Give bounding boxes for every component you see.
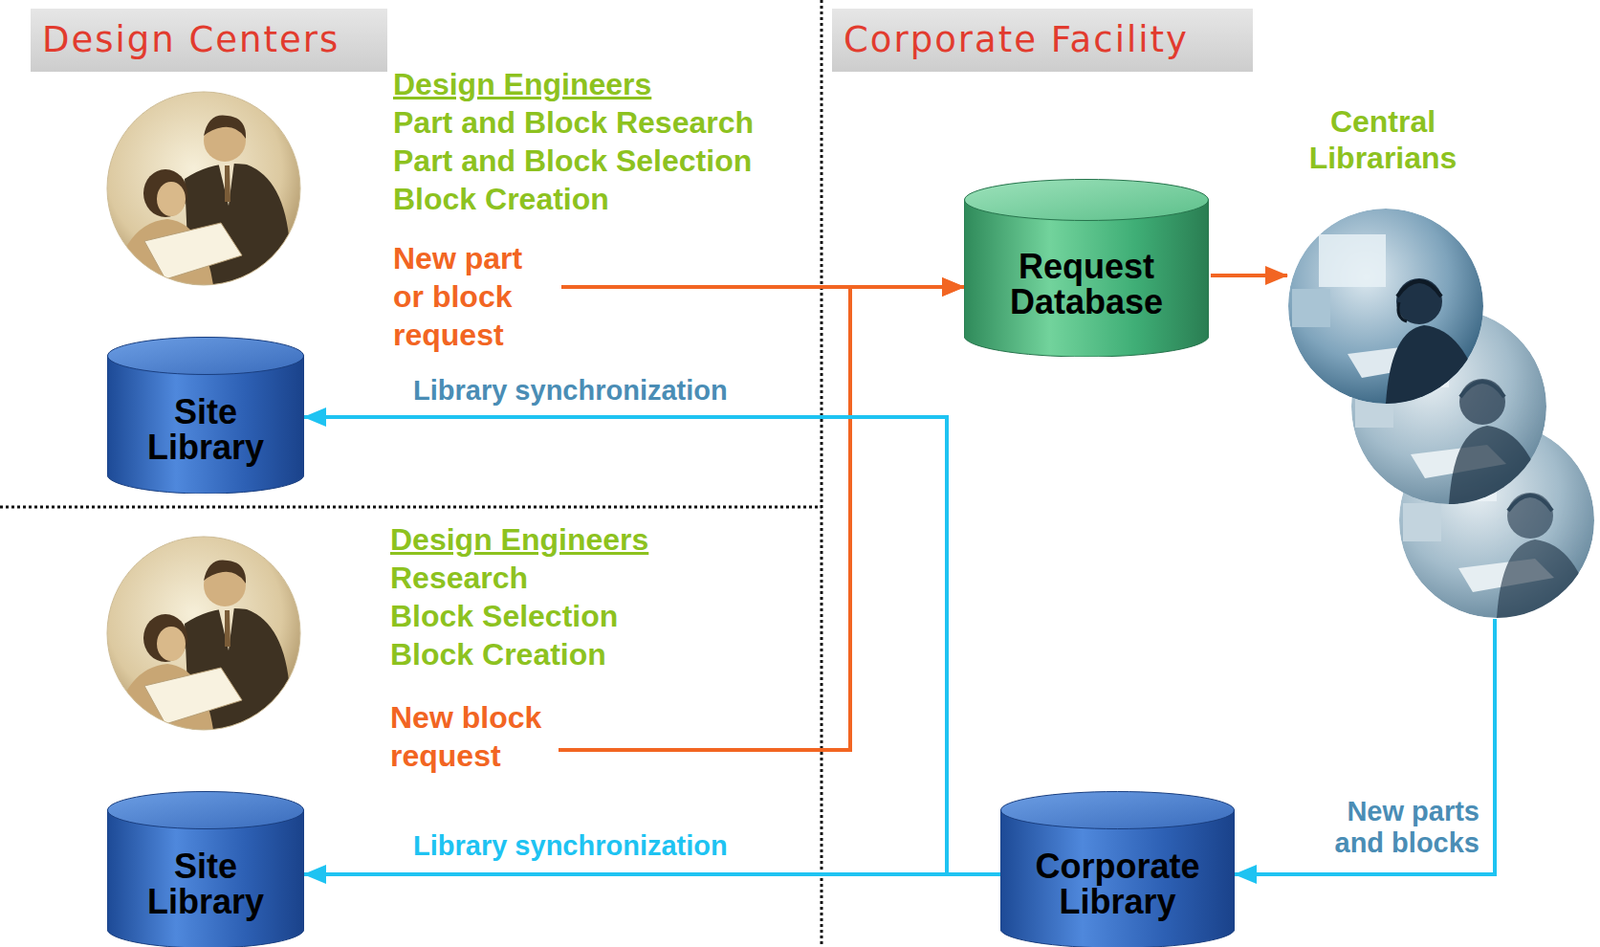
request-text: New part or block request (393, 239, 556, 354)
library-cylinder: Site Library (107, 790, 305, 947)
connector-arrow (304, 416, 1001, 875)
node-text: Design Centers (30, 8, 351, 72)
connector-arrow (1234, 618, 1495, 875)
connector-arrow (558, 286, 965, 750)
cylinder-body (1000, 810, 1235, 947)
edge-label: Library synchronization (413, 830, 728, 862)
cylinder-top (964, 179, 1209, 221)
node-text: Corporate Library (1022, 848, 1214, 920)
engineers-photo (107, 536, 301, 730)
node-text: New block request (390, 698, 553, 775)
node-text: Part and Block Research (393, 103, 814, 142)
node-text: New part or block request (393, 239, 556, 354)
node-text: Request Database (990, 248, 1183, 320)
node-text: Research (390, 558, 811, 597)
edge-label: Library synchronization (413, 374, 728, 407)
section-header: Design Centers (30, 8, 388, 72)
cylinder-top (1001, 791, 1235, 830)
database-cylinder: Request Database (964, 178, 1209, 357)
connector-arrow (304, 872, 1001, 877)
engineers-photo (107, 91, 301, 285)
node-text: Block Creation (393, 179, 814, 219)
dotted-divider (0, 0, 822, 947)
cylinder-body (964, 199, 1209, 357)
librarian-group: Central Librarians (1277, 103, 1598, 617)
node-text: Part and Block Selection (393, 141, 814, 180)
library-cylinder: Corporate Library (1000, 790, 1235, 947)
cylinder-body (107, 810, 305, 947)
cylinder-top (108, 791, 305, 830)
node-text: Central Librarians (1277, 103, 1489, 176)
engineer-tasks: Design EngineersPart and Block ResearchP… (393, 65, 814, 219)
library-cylinder: Site Library (107, 336, 305, 494)
node-text: Block Selection (390, 596, 811, 636)
engineer-tasks: Design EngineersResearchBlock SelectionB… (390, 520, 811, 674)
request-text: New block request (390, 698, 553, 775)
connector-arrow (1210, 273, 1288, 278)
node-text: Site Library (133, 394, 278, 465)
node-text: Design Engineers (390, 520, 811, 559)
node-text: Site Library (133, 848, 278, 920)
cylinder-top (108, 337, 305, 375)
cylinder-body (107, 355, 305, 494)
node-text: Block Creation (390, 635, 811, 674)
section-header: Corporate Facility (832, 8, 1253, 72)
librarian-photo (1288, 208, 1484, 404)
node-text: Design Engineers (393, 65, 814, 104)
node-text: Corporate Facility (832, 8, 1201, 72)
edge-label: New parts and blocks (1326, 795, 1480, 859)
